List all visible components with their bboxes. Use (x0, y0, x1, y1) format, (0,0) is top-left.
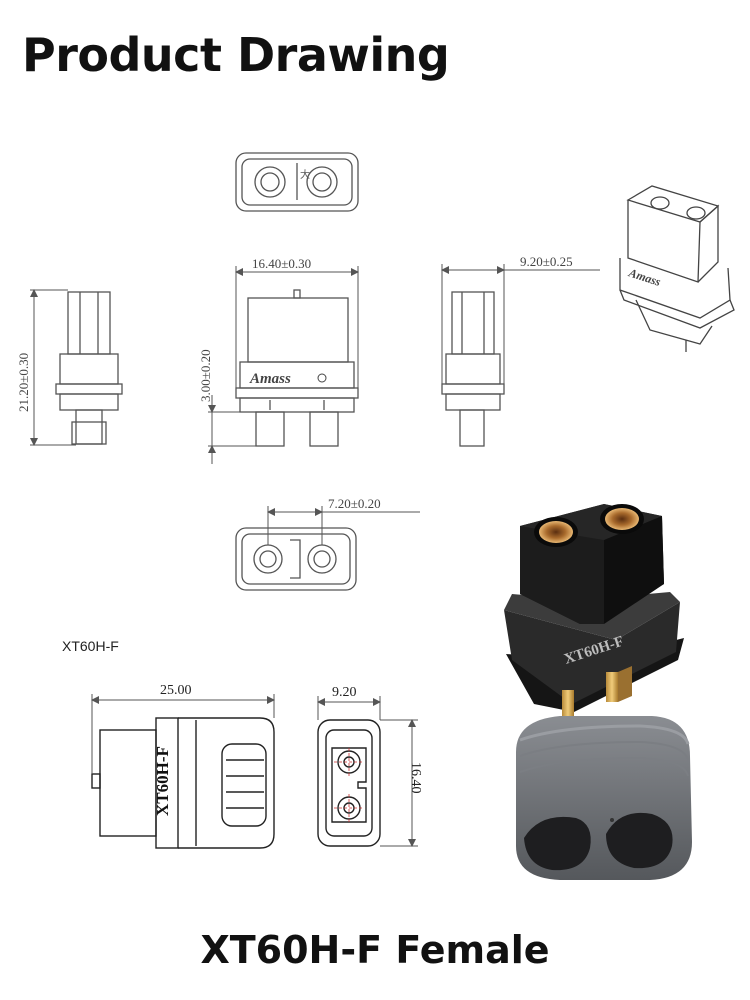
depth-dim-right (441, 264, 600, 384)
length-dim-bottom (91, 694, 275, 774)
page-title: Product Drawing (22, 28, 450, 82)
bottom-view (235, 527, 357, 591)
front-brand-text: Amass (249, 371, 291, 387)
gray-sleeve-photo (516, 716, 692, 880)
pin-pitch-dim (267, 506, 420, 545)
dim-length-bottom: 25.00 (160, 683, 192, 698)
dim-pin-pitch: 7.20±0.20 (328, 496, 381, 511)
front-view (235, 289, 359, 447)
dim-width-top: 16.40±0.30 (252, 256, 311, 271)
sketch-brand-text: Amass (626, 265, 663, 289)
end-dims (317, 696, 418, 847)
left-side-view (55, 291, 123, 445)
height-dim-left (30, 289, 76, 446)
dim-width-bottom: 9.20 (332, 685, 357, 700)
dim-depth-right: 9.20±0.25 (520, 254, 573, 269)
black-connector-photo (504, 504, 684, 720)
top-view-mark: 大 (300, 168, 310, 181)
xt60h-side-drawing (91, 717, 275, 849)
product-caption: XT60H-F Female (200, 928, 550, 972)
model-label: XT60H-F (62, 638, 119, 654)
isometric-sketch (619, 185, 735, 352)
top-view (235, 152, 359, 212)
dim-height-bottom: 16.40 (408, 762, 423, 794)
pin-offset-dim (208, 395, 256, 464)
dim-pin-offset: 3.00±0.20 (198, 349, 213, 402)
dim-height-left: 21.20±0.30 (16, 353, 31, 412)
registered-icon (317, 373, 327, 383)
end-center-marks (334, 748, 364, 822)
xt60h-end-drawing (317, 719, 381, 847)
right-side-view (441, 291, 505, 447)
side-body-marking: XT60H-F (153, 746, 172, 816)
width-dim-top (235, 266, 359, 388)
